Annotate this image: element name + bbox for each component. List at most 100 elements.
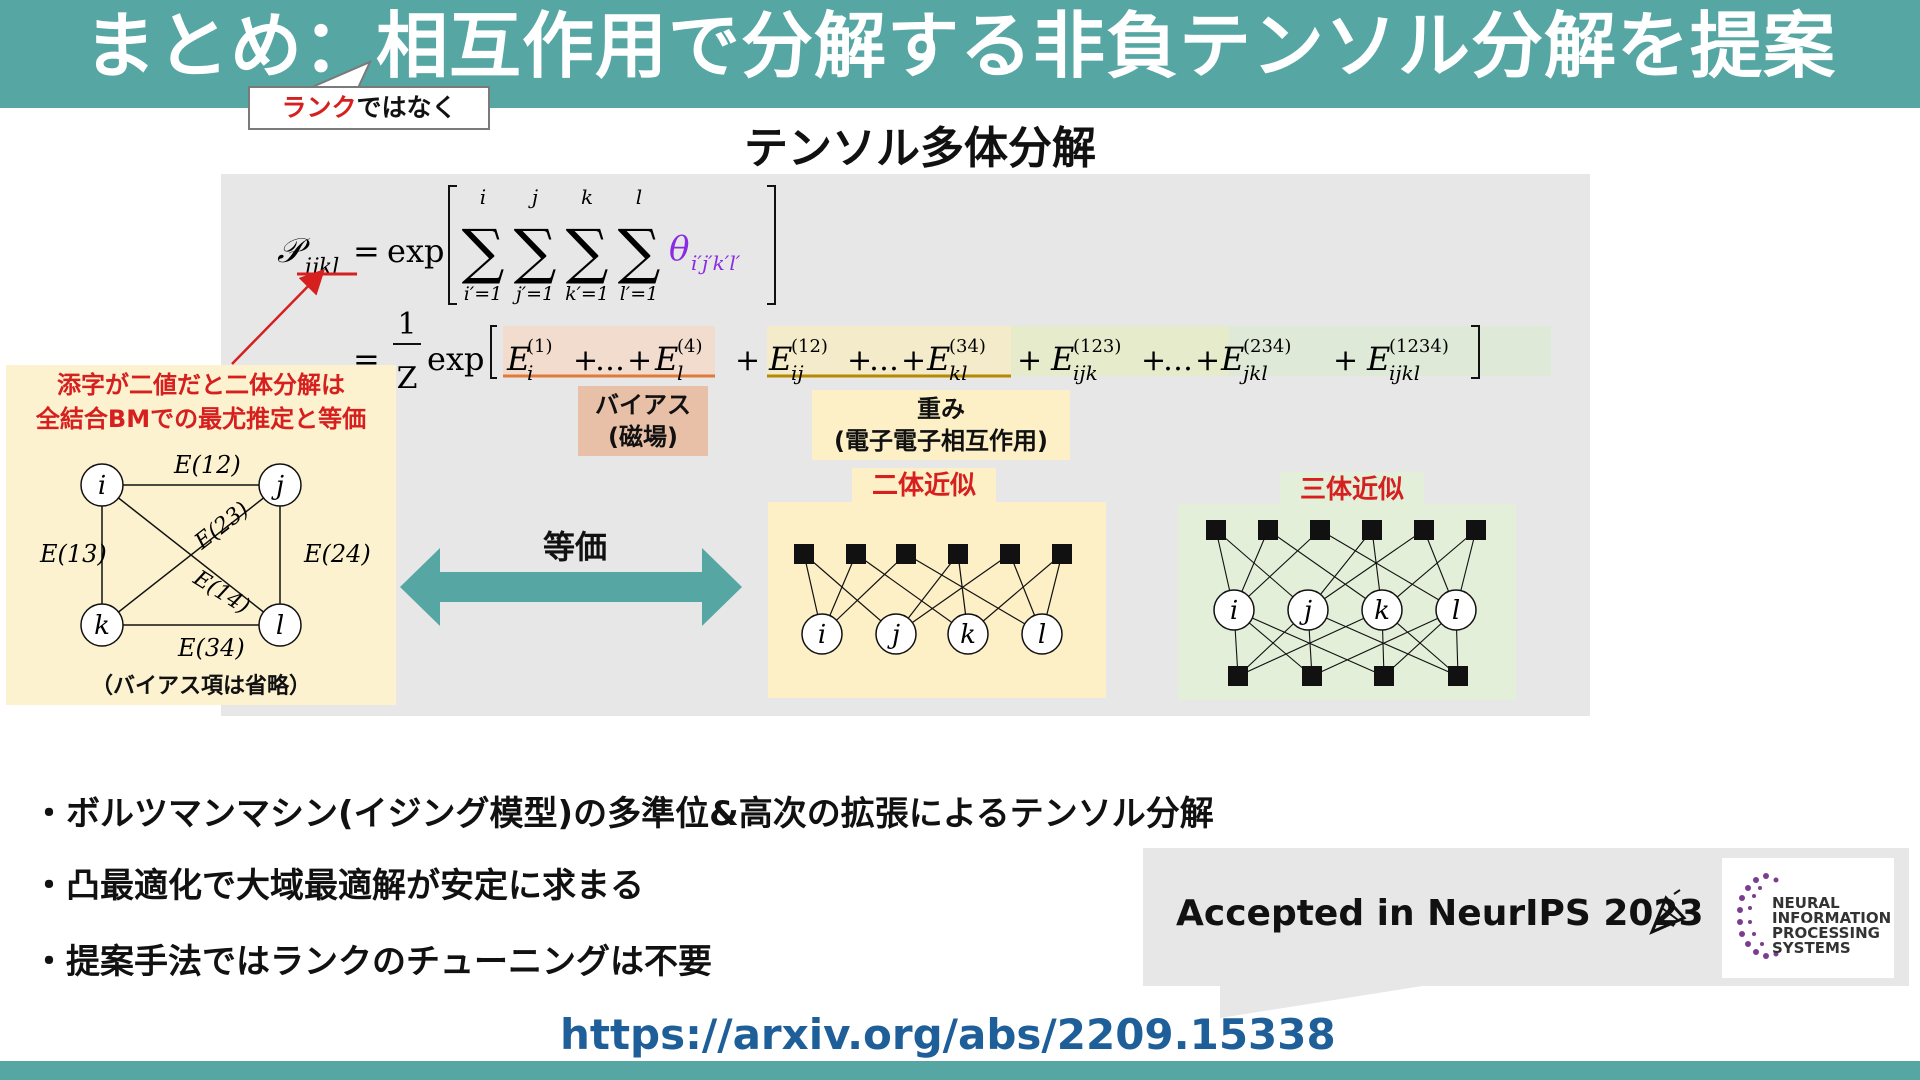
- svg-text:(1): (1): [527, 336, 553, 357]
- svg-text:…: …: [1163, 343, 1193, 378]
- svg-text:(34): (34): [949, 336, 986, 357]
- two-body-diagram: i j k l: [794, 544, 1072, 655]
- fully-connected-bm-box: [6, 365, 396, 705]
- svg-text:k: k: [960, 620, 976, 650]
- two-body-node-l: l: [1021, 613, 1063, 655]
- logo-line-4: SYSTEMS: [1772, 939, 1851, 957]
- svg-text:l: l: [276, 611, 284, 641]
- svg-text:ij: ij: [791, 361, 804, 385]
- two-body-node-i: i: [801, 613, 843, 655]
- svg-text:l: l: [636, 185, 642, 209]
- node-i: i: [80, 463, 124, 507]
- equivalence-label: 等価: [542, 528, 607, 566]
- weight-label: 重み (電子電子相互作用): [812, 390, 1070, 460]
- fraction-den: Z: [397, 361, 418, 394]
- neurips-logo-mark: [1737, 873, 1779, 959]
- svg-text:E: E: [1366, 340, 1390, 378]
- formula-exp-1: exp: [387, 232, 444, 270]
- term-e34: E (34) kl: [926, 336, 986, 385]
- theta-subscript: i′j′k′l′: [691, 251, 741, 275]
- bullet-2: ・凸最適化で大域最適解が安定に求まる: [32, 866, 644, 906]
- bias-label-line-2: (磁場): [608, 423, 678, 451]
- subtitle: テンソル多体分解: [744, 123, 1096, 174]
- formula-exp-2: exp: [427, 340, 484, 378]
- svg-text:E: E: [654, 340, 678, 378]
- party-popper-icon: [1649, 889, 1691, 935]
- term-e234: E (234) jkl: [1220, 336, 1291, 385]
- svg-text:…: …: [869, 343, 899, 378]
- weight-label-line-1: 重み: [917, 395, 965, 423]
- svg-text:l′=1: l′=1: [620, 283, 658, 305]
- bias-label-line-1: バイアス: [595, 391, 691, 419]
- formula-lhs-sub: ijkl: [305, 255, 339, 280]
- accept-callout-tail: [1220, 980, 1460, 1018]
- bullet-1: ・ボルツマンマシン(イジング模型)の多準位&高次の拡張によるテンソル分解: [32, 794, 1214, 834]
- three-body-node-i: i: [1213, 589, 1255, 631]
- note-line-1: 添字が二値だと二体分解は: [57, 371, 345, 399]
- svg-text:…: …: [595, 343, 625, 378]
- svg-text:j′=1: j′=1: [512, 283, 554, 305]
- svg-text:i: i: [527, 361, 533, 385]
- sum-2: j ∑ j′=1: [512, 185, 557, 305]
- svg-text:(234): (234): [1243, 336, 1291, 357]
- bias-highlight: [503, 326, 715, 376]
- svg-text:+: +: [901, 343, 926, 378]
- bracket-left-2: [490, 325, 497, 379]
- bias-omitted-note: （バイアス項は省略）: [90, 674, 311, 699]
- double-arrow-icon: [400, 548, 742, 626]
- edge-label-24: E(24): [303, 540, 371, 568]
- svg-text:(12): (12): [791, 336, 828, 357]
- term-e12: E (12) ij: [768, 336, 828, 385]
- svg-text:+: +: [735, 343, 760, 378]
- edge-label-12: E(12): [173, 451, 241, 479]
- logo-line-1: NEURAL: [1772, 894, 1840, 912]
- rank-callout-rest: ではなく: [356, 93, 457, 122]
- svg-text:∑: ∑: [462, 217, 505, 287]
- two-body-label: 二体近似: [852, 468, 996, 504]
- svg-text:+: +: [573, 343, 598, 378]
- svg-text:k′=1: k′=1: [565, 283, 609, 305]
- svg-text:k: k: [1374, 596, 1390, 626]
- svg-text:+: +: [1141, 343, 1166, 378]
- two-body-factors: [794, 544, 1072, 564]
- three-body-triple-factors: [1228, 666, 1468, 686]
- svg-text:i: i: [480, 185, 486, 209]
- three-body-pair-factors: [1206, 520, 1486, 540]
- svg-text:+: +: [1017, 343, 1042, 378]
- three-body-node-j: j: [1287, 589, 1329, 631]
- svg-text:j: j: [528, 185, 538, 209]
- edge-label-34: E(34): [177, 634, 245, 662]
- bracket-right-1: [767, 185, 776, 305]
- svg-text:jkl: jkl: [1239, 361, 1268, 385]
- svg-text:ijkl: ijkl: [1389, 361, 1420, 385]
- bracket-left-1: [448, 185, 457, 305]
- bullet-3: ・提案手法ではランクのチューニングは不要: [32, 942, 712, 982]
- svg-text:(123): (123): [1073, 336, 1121, 357]
- rank-callout: ランクではなく: [248, 86, 490, 130]
- three-body-diagram: i j k l: [1206, 520, 1486, 686]
- svg-text:E: E: [1050, 340, 1074, 378]
- svg-text:i: i: [818, 620, 826, 650]
- svg-text:l: l: [1038, 620, 1046, 650]
- svg-text:kl: kl: [949, 361, 968, 385]
- edge-label-14: E(14): [188, 565, 254, 619]
- accepted-text: Accepted in NeurIPS 2023: [1176, 893, 1704, 934]
- svg-text:+: +: [1333, 343, 1358, 378]
- svg-text:k: k: [581, 185, 593, 209]
- logo-line-2: INFORMATION: [1772, 909, 1892, 927]
- svg-text:E: E: [506, 340, 530, 378]
- term-e4: E (4) l: [654, 336, 703, 385]
- svg-text:∑: ∑: [566, 217, 609, 287]
- fraction-num: 1: [397, 307, 416, 342]
- svg-text:∑: ∑: [514, 217, 557, 287]
- three-body-node-l: l: [1435, 589, 1477, 631]
- svg-text:E: E: [768, 340, 792, 378]
- edge-label-23: E(23): [190, 497, 254, 555]
- term-e1234: E (1234) ijkl: [1366, 336, 1449, 385]
- bias-label: バイアス (磁場): [578, 386, 708, 456]
- arxiv-link[interactable]: https://arxiv.org/abs/2209.15338: [560, 1010, 1336, 1059]
- footer-bar: [0, 1061, 1920, 1080]
- svg-text:+: +: [847, 343, 872, 378]
- bm-equivalence-note: 添字が二値だと二体分解は 全結合BMでの最尤推定と等価: [6, 368, 396, 436]
- svg-text:k: k: [94, 611, 110, 641]
